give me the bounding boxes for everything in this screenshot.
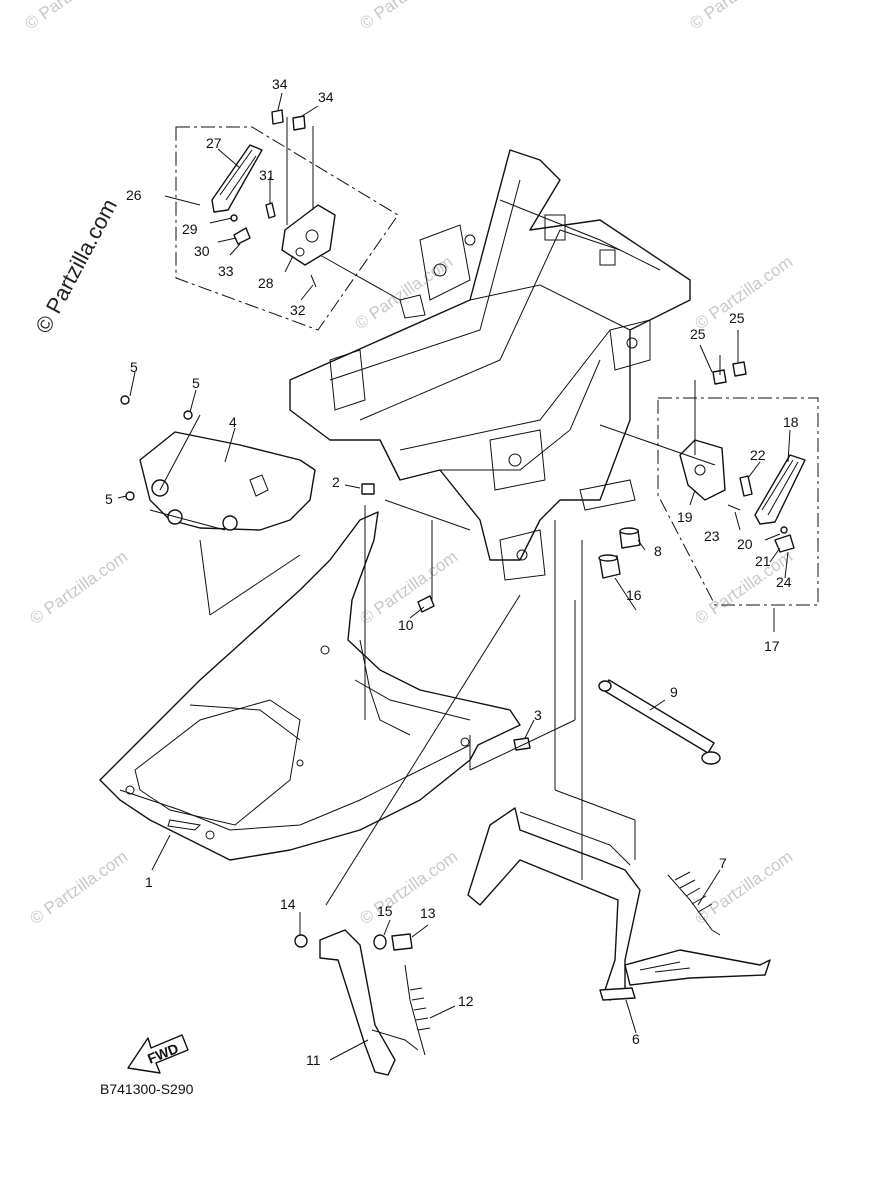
callout-10: 10 [398,617,414,633]
callout-20: 20 [737,536,753,552]
callout-3: 3 [534,707,542,723]
callout-13: 13 [420,905,436,921]
callout-27: 27 [206,135,222,151]
callout-7: 7 [719,855,727,871]
fwd-arrow-icon: FWD [127,1034,189,1074]
callout-34: 34 [272,76,288,92]
callout-33: 33 [218,263,234,279]
callout-16: 16 [626,587,642,603]
part-27-footrest [211,144,263,213]
callout-28: 28 [258,275,274,291]
part-19-bracket [679,439,726,501]
callout-6: 6 [632,1031,640,1047]
callout-5: 5 [105,491,113,507]
part-1-footrest-board [99,511,521,861]
callout-12: 12 [458,993,474,1009]
frame [289,149,691,581]
callout-26: 26 [126,187,142,203]
part-18-footrest [754,454,806,525]
part-16-damper [598,554,621,579]
callout-14: 14 [280,896,296,912]
callout-19: 19 [677,509,693,525]
part-7-spring [667,871,721,936]
part-6-mainstand [467,807,771,1001]
watermark: © Partzilla.com [356,0,461,33]
watermark: © Partzilla.com [26,847,131,928]
callouts: 1 2 3 4 5 5 5 6 7 8 9 10 11 12 13 14 15 … [105,76,799,1068]
part-12-spring [404,964,431,1056]
callout-5: 5 [192,375,200,391]
group-box-17 [657,397,819,606]
watermark: © Partzilla.com [686,0,791,33]
callout-2: 2 [332,474,340,490]
part-5-screws [120,395,193,501]
callout-9: 9 [670,684,678,700]
diagram-code: B741300-S290 [100,1081,194,1097]
callout-11: 11 [306,1052,321,1068]
callout-1: 1 [145,874,153,890]
watermark: © Partzilla.com [26,547,131,628]
callout-30: 30 [194,243,210,259]
callout-32: 32 [290,302,306,318]
partzilla-brand-watermark: © Partzilla.com [30,195,122,338]
part-hardware-17 [712,361,795,553]
part-4-cover [139,431,316,531]
callout-25: 25 [729,310,745,326]
callout-31: 31 [259,167,275,183]
part-8-damper [619,527,641,549]
callout-22: 22 [750,447,766,463]
group-box-26 [175,126,399,331]
callout-17: 17 [764,638,780,654]
callout-21: 21 [755,553,771,569]
callout-8: 8 [654,543,662,559]
part-15-collar [373,934,387,950]
callout-24: 24 [776,574,792,590]
watermark: © Partzilla.com [691,847,796,928]
watermark: © Partzilla.com [356,847,461,928]
part-9-collar [598,679,721,765]
part-2-nut [361,483,375,495]
reference-lines [149,117,721,906]
callout-5: 5 [130,359,138,375]
callout-34: 34 [318,89,334,105]
part-11-sidestand [319,929,419,1076]
callout-18: 18 [783,414,799,430]
part-14-nut [294,934,308,948]
callout-leaders [117,92,791,1061]
callout-25: 25 [690,326,706,342]
callout-29: 29 [182,221,198,237]
callout-23: 23 [704,528,720,544]
watermark: © Partzilla.com [21,0,126,33]
part-13-bolt [391,933,413,951]
callout-4: 4 [229,414,237,430]
part-hardware-26 [230,109,317,288]
callout-15: 15 [377,903,393,919]
part-28-bracket [281,204,336,266]
